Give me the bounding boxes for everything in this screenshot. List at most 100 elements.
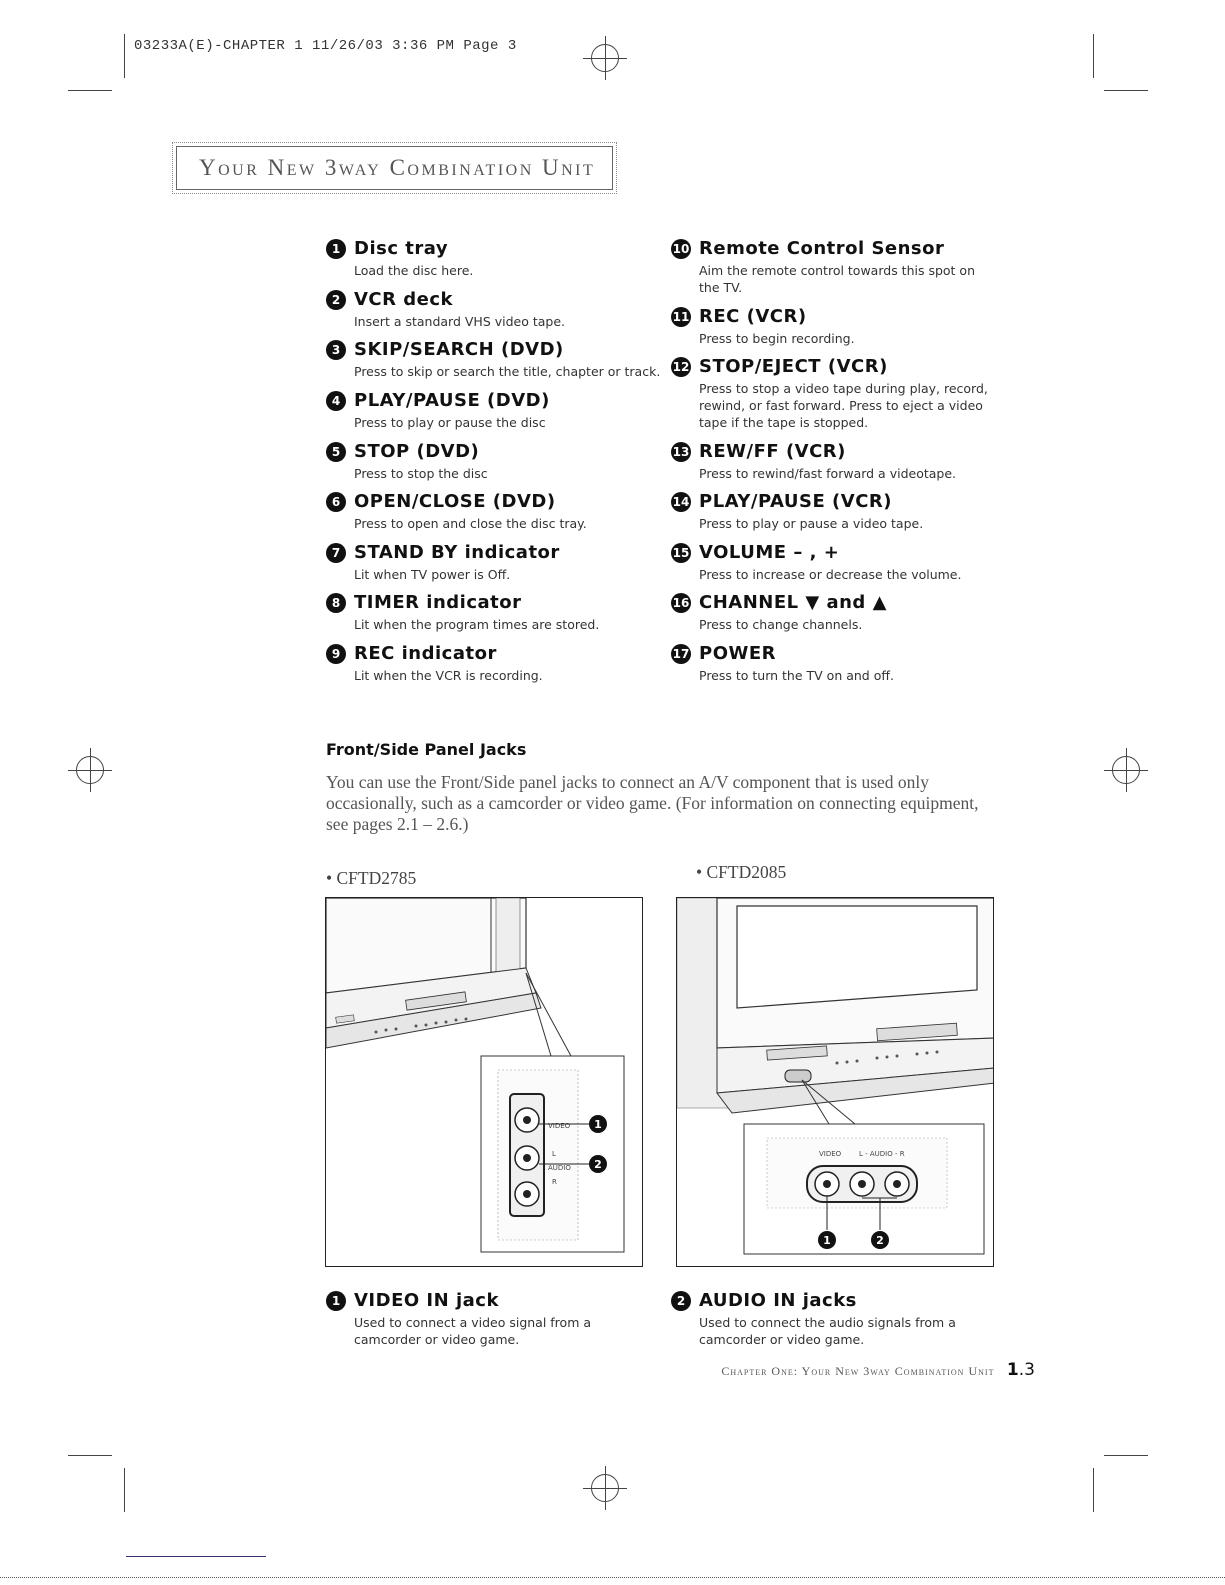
registration-mark-bottom (583, 1466, 627, 1510)
number-badge: 14 (671, 492, 691, 512)
page-number: 1.3 (1007, 1360, 1035, 1380)
print-slug: 03233A(E)-CHAPTER 1 11/26/03 3:36 PM Pag… (134, 38, 517, 54)
item-desc: Insert a standard VHS video tape. (354, 314, 566, 329)
crop-mark (1104, 1455, 1148, 1456)
number-badge: 1 (326, 1291, 346, 1311)
item-desc: Load the disc here. (354, 263, 474, 278)
section-intro: You can use the Front/Side panel jacks t… (326, 772, 979, 834)
crop-mark (68, 90, 112, 91)
footer-chapter: Chapter One: Your New 3way Combination U… (721, 1364, 995, 1378)
tv-illustration: VIDEO L AUDIO R 1 2 (326, 898, 625, 1253)
callout-number: 2 (876, 1234, 884, 1247)
item-title: PLAY/PAUSE (DVD) (354, 390, 550, 411)
video-jack-label: VIDEO (548, 1122, 571, 1130)
item-desc: Lit when the program times are stored. (354, 617, 600, 632)
crop-mark (68, 1455, 112, 1456)
item-desc: Lit when TV power is Off. (354, 567, 511, 582)
item-desc: Press to change channels. (699, 617, 863, 632)
item-desc: Press to turn the TV on and off. (699, 668, 894, 683)
number-badge: 8 (326, 593, 346, 613)
left-jack-label: L (552, 1150, 556, 1158)
number-badge: 10 (671, 239, 691, 259)
item-desc: Press to stop the disc (354, 466, 488, 481)
registration-mark-left (68, 748, 112, 792)
item-desc: Press to increase or decrease the volume… (699, 567, 962, 582)
item-desc: Used to connect the audio signals from a… (699, 1315, 956, 1347)
item-title: CHANNEL ▼ and ▲ (699, 592, 887, 613)
item-title: VOLUME – , + (699, 542, 840, 563)
number-badge: 2 (671, 1291, 691, 1311)
callout-badge (871, 1231, 889, 1249)
number-badge: 11 (671, 307, 691, 327)
page-major: 1 (1006, 1360, 1019, 1380)
number-badge: 4 (326, 391, 346, 411)
crop-mark (1093, 34, 1094, 78)
number-badge: 13 (671, 442, 691, 462)
item-title: SKIP/SEARCH (DVD) (354, 339, 564, 360)
item-title: Disc tray (354, 238, 449, 259)
item-title: STOP (DVD) (354, 441, 480, 462)
right-jack-label: R (552, 1178, 557, 1186)
callout-number: 1 (823, 1234, 831, 1247)
audio-jack-label: L - AUDIO - R (859, 1150, 905, 1158)
chapter-title: Your New 3way Combination Unit (199, 155, 596, 180)
number-badge: 15 (671, 543, 691, 563)
item-desc: Aim the remote control towards this spot… (699, 263, 976, 295)
number-badge: 16 (671, 593, 691, 613)
item-title: VIDEO IN jack (354, 1290, 499, 1311)
number-badge: 6 (326, 492, 346, 512)
number-badge: 5 (326, 442, 346, 462)
item-title: OPEN/CLOSE (DVD) (354, 491, 556, 512)
item-desc: Press to stop a video tape during play, … (699, 381, 988, 430)
bottom-dotted-rule (0, 1577, 1225, 1578)
page-minor: .3 (1018, 1360, 1035, 1380)
callout-number: 1 (594, 1118, 602, 1131)
item-title: Remote Control Sensor (699, 238, 945, 259)
item-title: TIMER indicator (354, 592, 522, 613)
bottom-rule (126, 1556, 266, 1557)
item-title: STAND BY indicator (354, 542, 560, 563)
registration-mark-top (583, 36, 627, 80)
figure-cftd2085: VIDEO L - AUDIO - R 1 2 (676, 897, 994, 1267)
item-desc: Press to rewind/fast forward a videotape… (699, 466, 956, 481)
item-desc: Lit when the VCR is recording. (354, 668, 543, 683)
number-badge: 7 (326, 543, 346, 563)
item-title: POWER (699, 643, 777, 664)
crop-mark (1093, 1468, 1094, 1512)
item-title: VCR deck (354, 289, 454, 310)
item-desc: Press to play or pause the disc (354, 415, 546, 430)
item-desc: Press to begin recording. (699, 331, 855, 346)
video-jack-label: VIDEO (819, 1150, 842, 1158)
item-title: AUDIO IN jacks (699, 1290, 857, 1311)
number-badge: 17 (671, 644, 691, 664)
figure-cftd2785: VIDEO L AUDIO R 1 2 (325, 897, 643, 1267)
item-desc: Press to play or pause a video tape. (699, 516, 924, 531)
number-badge: 12 (671, 357, 691, 377)
page-footer: Chapter One: Your New 3way Combination U… (721, 1360, 1035, 1380)
item-title: REW/FF (VCR) (699, 441, 846, 462)
crop-mark (1104, 90, 1148, 91)
item-desc: Press to skip or search the title, chapt… (354, 364, 661, 379)
number-badge: 9 (326, 644, 346, 664)
number-badge: 1 (326, 239, 346, 259)
model-label-left: • CFTD2785 (326, 868, 417, 888)
item-title: REC (VCR) (699, 306, 807, 327)
number-badge: 3 (326, 340, 346, 360)
number-badge: 2 (326, 290, 346, 310)
registration-mark-right (1104, 748, 1148, 792)
tv-illustration: VIDEO L - AUDIO - R 1 2 (677, 898, 993, 1255)
crop-mark (124, 34, 125, 78)
callout-badge (818, 1231, 836, 1249)
model-label-right: • CFTD2085 (696, 862, 787, 882)
item-desc: Used to connect a video signal from a ca… (354, 1315, 592, 1347)
crop-mark (124, 1468, 125, 1512)
callout-badge (589, 1115, 607, 1133)
item-title: PLAY/PAUSE (VCR) (699, 491, 892, 512)
item-title: STOP/EJECT (VCR) (699, 356, 888, 377)
audio-jack-label: AUDIO (548, 1164, 571, 1172)
callout-badge (589, 1155, 607, 1173)
section-heading: Front/Side Panel Jacks (326, 740, 527, 759)
callout-number: 2 (594, 1158, 602, 1171)
chapter-title-box: Your New 3way Combination Unit (172, 142, 617, 194)
item-desc: Press to open and close the disc tray. (354, 516, 587, 531)
